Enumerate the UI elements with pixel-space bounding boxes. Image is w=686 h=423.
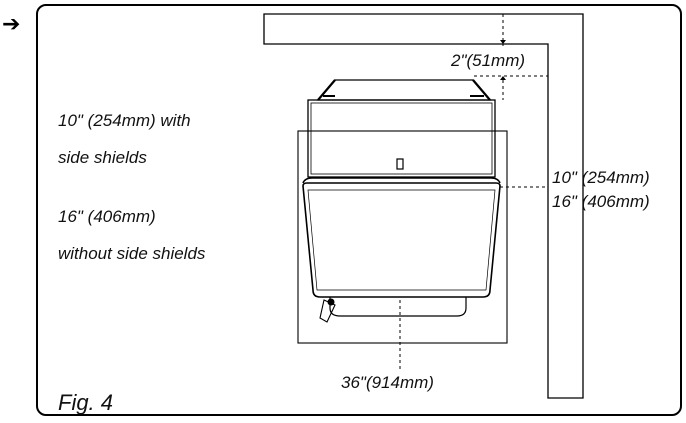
top-clearance-label: 2"(51mm) [451, 51, 526, 70]
clearance-without-shields-line1: 16" (406mm) [58, 207, 156, 226]
figure-frame [36, 4, 682, 416]
side-clearance-label-line1: 10" (254mm) [552, 168, 650, 187]
clearance-with-shields-line1: 10" (254mm) with [58, 111, 191, 130]
top-clearance-dimension [474, 14, 548, 100]
depth-label: 36"(914mm) [341, 373, 434, 392]
side-clearance-label-line2: 16" (406mm) [552, 192, 650, 211]
appliance-top-view-icon [302, 79, 501, 323]
arrow-right-icon: ➔ [2, 12, 21, 37]
wall-outline [263, 13, 584, 399]
figure-label: Fig. 4 [58, 390, 114, 415]
clearance-with-shields-line2: side shields [58, 148, 147, 167]
clearance-without-shields-line2: without side shields [58, 244, 206, 263]
base-plate [297, 130, 508, 344]
